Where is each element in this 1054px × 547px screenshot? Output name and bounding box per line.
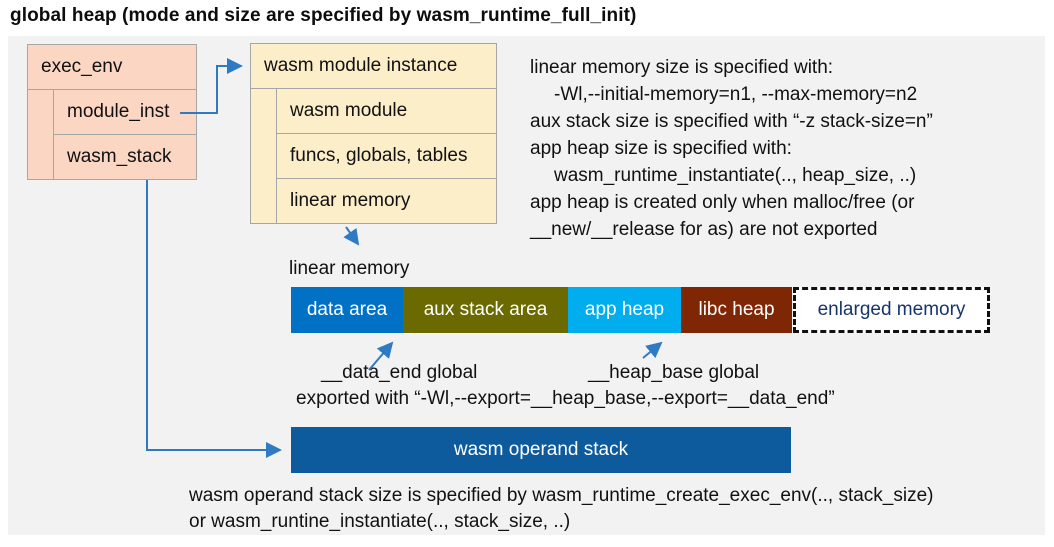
wasm-module-instance-rows: wasm module funcs, globals, tables linea… [276,89,496,223]
note-line: app heap size is specified with: [530,138,792,159]
note-line: aux stack size is specified with “-z sta… [530,111,933,132]
segment-aux-stack-area: aux stack area [403,287,568,333]
heap-base-global-label: __heap_base global [588,362,760,383]
note-line: app heap is created only when malloc/fre… [530,192,915,213]
footnote-line: or wasm_runtine_instantiate(.., stack_si… [189,511,571,532]
linear-memory-bar: data area aux stack area app heap libc h… [291,287,990,333]
wasm-module-instance-box: wasm module instance wasm module funcs, … [250,43,497,224]
segment-app-heap: app heap [568,287,681,333]
exec-env-box: exec_env module_inst wasm_stack [27,44,197,180]
wasm-module-instance-header: wasm module instance [251,44,496,89]
footnote-line: wasm operand stack size is specified by … [189,485,934,506]
exec-env-row-wasm-stack: wasm_stack [54,134,196,179]
segment-libc-heap: libc heap [681,287,792,333]
exec-env-header: exec_env [28,45,196,90]
notes-block: linear memory size is specified with: -W… [530,54,1035,243]
note-line: wasm_runtime_instantiate(.., heap_size, … [554,165,917,186]
exported-with-label: exported with “-Wl,--export=__heap_base,… [296,388,835,409]
footnote-block: wasm operand stack size is specified by … [189,483,934,535]
note-line: linear memory size is specified with: [530,57,834,78]
row-linear-memory: linear memory [277,178,496,223]
data-end-global-label: __data_end global [321,362,478,383]
row-wasm-module: wasm module [290,100,408,121]
row-funcs-globals-tables: funcs, globals, tables [277,133,496,178]
segment-data-area: data area [291,287,403,333]
note-line: -Wl,--initial-memory=n1, --max-memory=n2 [554,84,918,105]
page-title: global heap (mode and size are specified… [10,5,637,26]
exec-env-row-module-inst: module_inst [67,101,170,122]
note-line: __new/__release for as) are not exported [530,219,878,240]
linear-memory-label: linear memory [289,258,410,279]
exec-env-rows: module_inst wasm_stack [53,90,196,179]
segment-enlarged-memory: enlarged memory [793,287,990,333]
wasm-operand-stack-bar: wasm operand stack [291,427,791,473]
